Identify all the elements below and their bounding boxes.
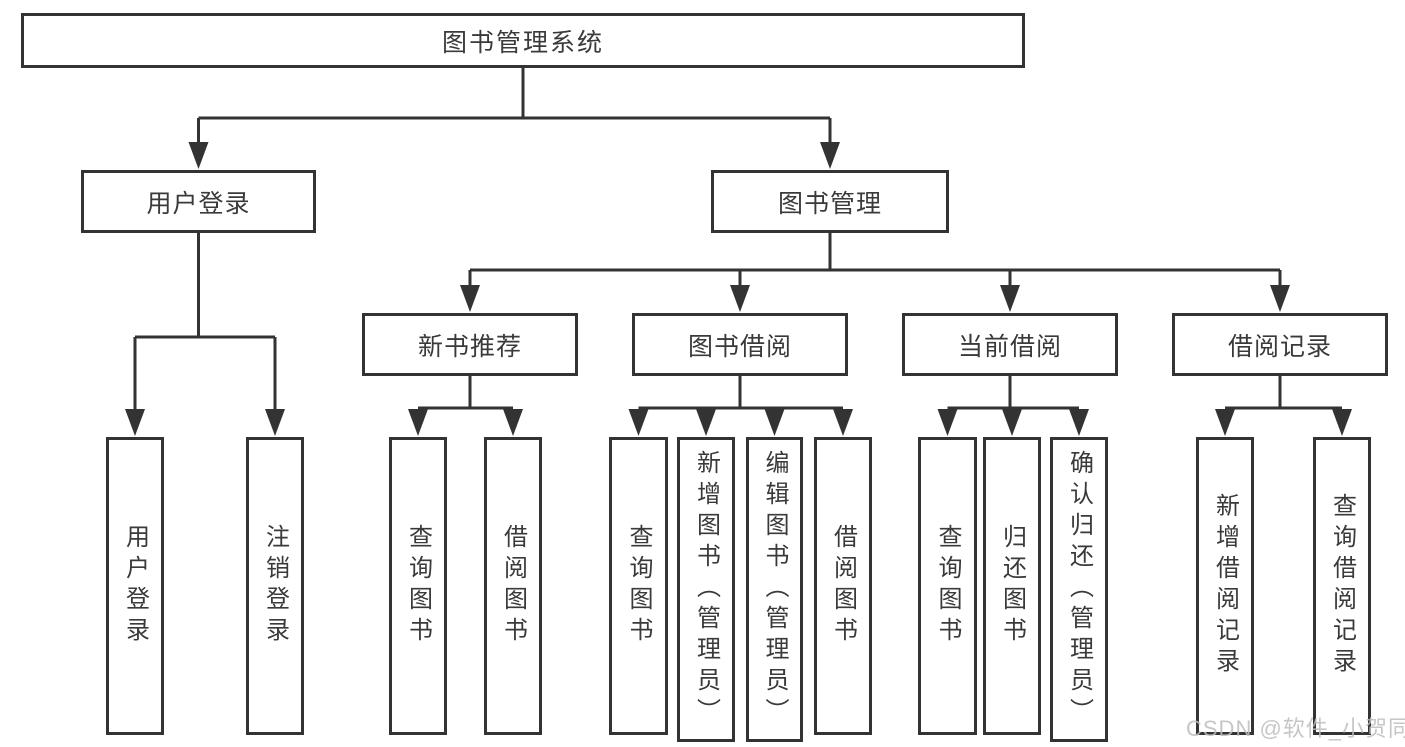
leaf-label: 借阅图书 xyxy=(499,524,527,648)
leaf-label: 查询图书 xyxy=(625,524,652,648)
node-book-borrowing: 图书借阅 xyxy=(632,313,848,376)
node-user-login: 用户登录 xyxy=(81,170,316,233)
leaf-label: 确认归还（管理员） xyxy=(1065,450,1093,729)
node-label: 新书推荐 xyxy=(417,332,522,361)
node-book-management: 图书管理 xyxy=(711,170,949,233)
leaf-user-login: 用户登录 xyxy=(106,437,164,735)
node-current-borrowing: 当前借阅 xyxy=(902,313,1118,376)
watermark: CSDN @软件_小贺同学 xyxy=(1186,716,1405,741)
leaf-label: 查询图书 xyxy=(934,524,961,648)
node-label: 图书管理系统 xyxy=(441,28,604,57)
leaf-label: 注销登录 xyxy=(261,524,289,648)
leaf-borrow-books-recommend: 借阅图书 xyxy=(484,437,542,735)
leaf-edit-books-admin: 编辑图书（管理员） xyxy=(746,437,803,742)
leaf-query-borrow-record: 查询借阅记录 xyxy=(1313,437,1371,735)
leaf-logout: 注销登录 xyxy=(246,437,304,735)
leaf-query-books-recommend: 查询图书 xyxy=(389,437,447,735)
leaf-return-books: 归还图书 xyxy=(983,437,1041,735)
node-label: 借阅记录 xyxy=(1227,332,1332,361)
node-label: 当前借阅 xyxy=(957,332,1062,361)
leaf-label: 新增图书（管理员） xyxy=(692,450,720,729)
leaf-label: 查询图书 xyxy=(404,524,432,648)
leaf-confirm-return-admin: 确认归还（管理员） xyxy=(1050,437,1108,742)
node-label: 图书管理 xyxy=(777,189,882,218)
leaf-query-books-borrowing: 查询图书 xyxy=(609,437,668,735)
node-label: 图书借阅 xyxy=(687,332,792,361)
leaf-label: 用户登录 xyxy=(121,524,149,648)
leaf-label: 查询借阅记录 xyxy=(1328,493,1356,679)
leaf-label: 借阅图书 xyxy=(829,524,857,648)
leaf-label: 新增借阅记录 xyxy=(1211,493,1239,679)
leaf-query-books-current: 查询图书 xyxy=(918,437,977,735)
leaf-add-books-admin: 新增图书（管理员） xyxy=(677,437,735,742)
leaf-borrow-books-borrowing: 借阅图书 xyxy=(814,437,872,735)
node-label: 用户登录 xyxy=(146,189,251,218)
leaf-label: 编辑图书（管理员） xyxy=(761,450,788,729)
node-library-management-system: 图书管理系统 xyxy=(21,13,1025,68)
leaf-label: 归还图书 xyxy=(998,524,1026,648)
node-new-book-recommendation: 新书推荐 xyxy=(362,313,578,376)
node-borrowing-records: 借阅记录 xyxy=(1172,313,1388,376)
leaf-add-borrow-record: 新增借阅记录 xyxy=(1196,437,1254,735)
